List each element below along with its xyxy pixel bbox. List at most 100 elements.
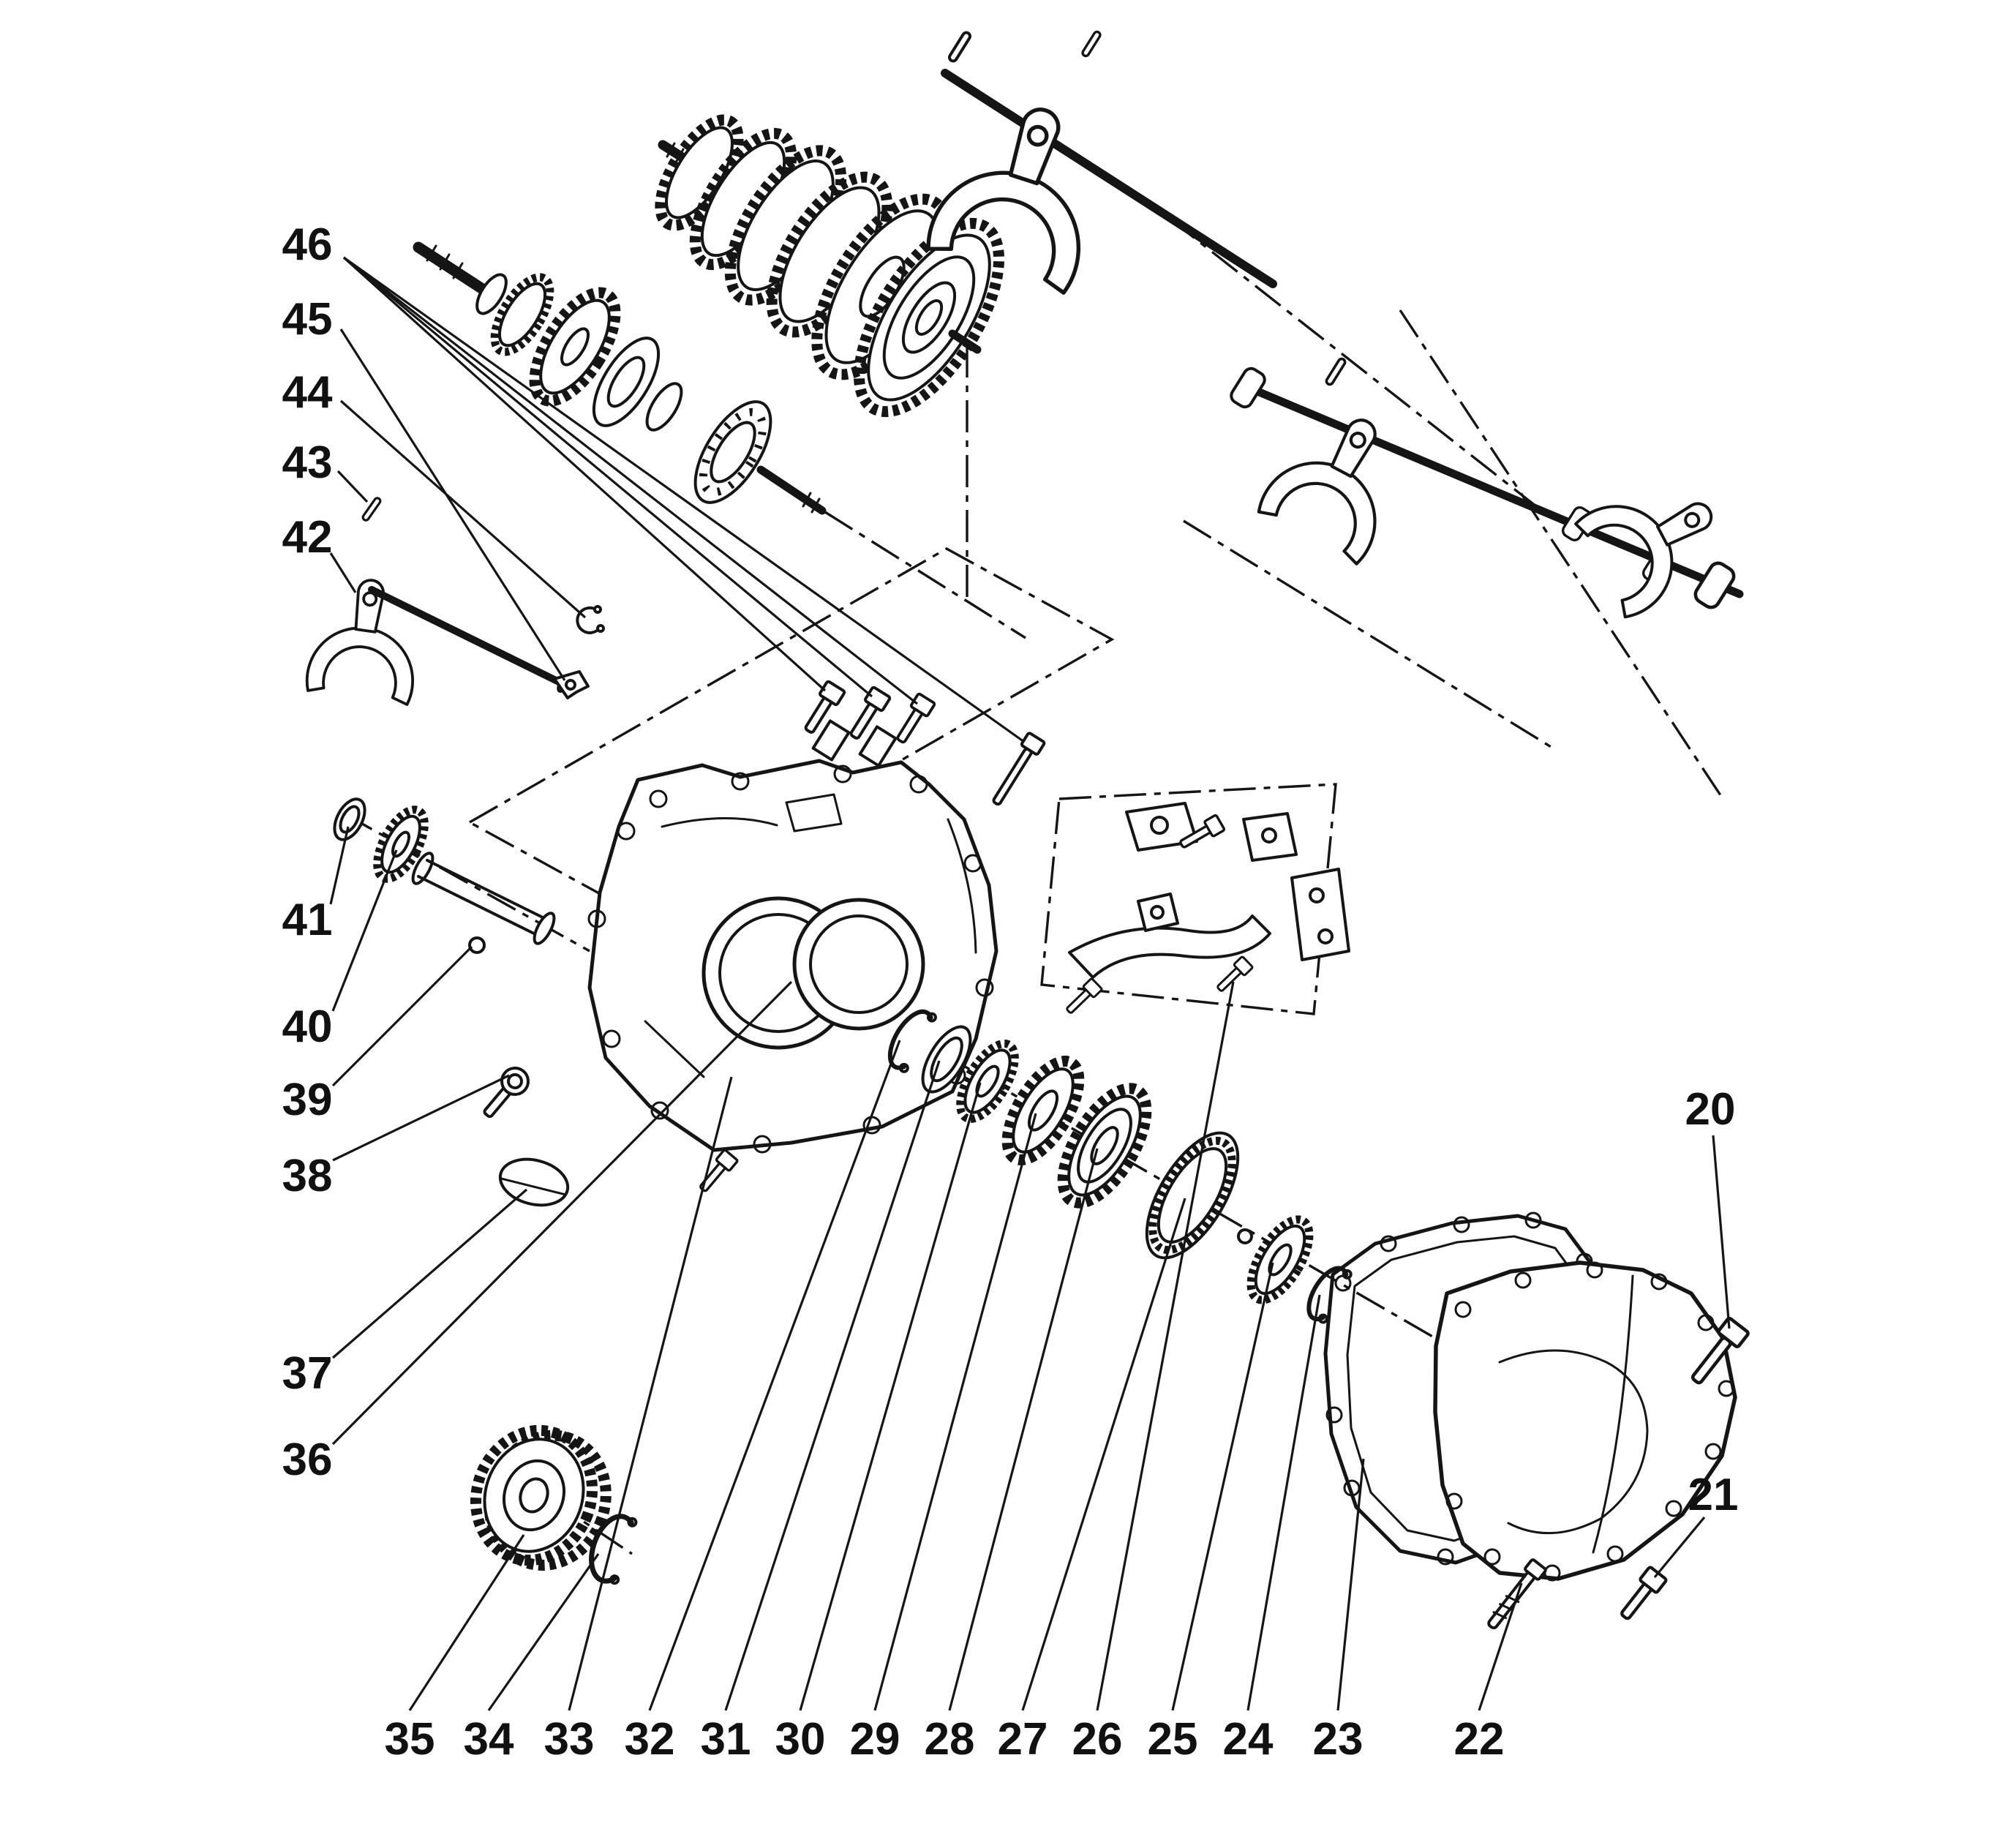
stud-bolt-22 xyxy=(1487,1558,1547,1630)
bolt xyxy=(1061,977,1104,1018)
callout-42: 42 xyxy=(282,512,333,563)
ball-bearing xyxy=(693,400,772,504)
leader-line xyxy=(487,1553,600,1711)
leader-line xyxy=(332,1074,510,1162)
gear-hub xyxy=(1246,1215,1314,1304)
callout-39: 39 xyxy=(282,1075,333,1125)
end-cover-group xyxy=(1323,1211,1750,1630)
exploded-gear-train xyxy=(887,1009,1353,1324)
callout-35: 35 xyxy=(385,1714,435,1765)
callout-27: 27 xyxy=(998,1714,1048,1765)
leader-line xyxy=(331,980,793,1446)
idler-shaft xyxy=(411,852,556,945)
detent-ball xyxy=(1237,1228,1253,1244)
leader-line xyxy=(331,1188,528,1359)
idler-gear xyxy=(373,805,429,883)
roll-pin xyxy=(1323,356,1348,387)
leader-line xyxy=(408,1534,525,1711)
leader-line xyxy=(1096,981,1235,1711)
callout-41: 41 xyxy=(282,895,333,945)
drain-bolt xyxy=(483,1067,530,1119)
leader-line xyxy=(343,256,1025,743)
shift-fork xyxy=(304,571,428,707)
leader-line xyxy=(331,849,398,1012)
leader-line xyxy=(1171,1262,1274,1711)
leader-line xyxy=(724,1060,941,1711)
housing-bolts xyxy=(798,679,1046,806)
leader-line xyxy=(648,1040,901,1711)
final-gear-group xyxy=(470,1424,638,1585)
callout-38: 38 xyxy=(282,1151,333,1201)
callout-34: 34 xyxy=(464,1714,514,1765)
washer xyxy=(333,797,366,841)
leader-line xyxy=(873,1113,1037,1711)
callout-29: 29 xyxy=(850,1714,900,1765)
housing-bolt-holes xyxy=(587,764,994,1154)
leader-line xyxy=(568,1076,733,1711)
cover-bolt-21 xyxy=(1616,1566,1667,1623)
leader-line xyxy=(1021,1198,1186,1711)
callout-33: 33 xyxy=(544,1714,595,1765)
callout-31: 31 xyxy=(701,1714,751,1765)
shift-rail-assembly-2 xyxy=(1227,356,1744,620)
end-cover xyxy=(1433,1260,1737,1582)
callout-37: 37 xyxy=(282,1348,333,1399)
callout-20: 20 xyxy=(1685,1084,1736,1135)
leader-line xyxy=(339,328,566,681)
long-bolt xyxy=(992,732,1046,806)
leader-line xyxy=(331,945,473,1087)
leader-line xyxy=(1246,1294,1321,1711)
input-shaft-assembly xyxy=(413,241,827,515)
callout-23: 23 xyxy=(1313,1714,1364,1765)
cover-bolt-20 xyxy=(1690,1316,1750,1385)
callout-28: 28 xyxy=(925,1714,975,1765)
callout-45: 45 xyxy=(282,294,333,345)
callout-24: 24 xyxy=(1223,1714,1274,1765)
callout-26: 26 xyxy=(1072,1714,1123,1765)
e-clip xyxy=(576,606,601,634)
select-bracket xyxy=(1290,868,1350,961)
leader-line xyxy=(948,1148,1099,1711)
leader-line xyxy=(329,826,350,905)
roll-pin xyxy=(1080,29,1103,59)
callout-25: 25 xyxy=(1148,1714,1198,1765)
blind-plug xyxy=(498,1157,570,1207)
shift-control-assembly xyxy=(1061,802,1350,1018)
leader-line xyxy=(336,470,369,503)
callout-21: 21 xyxy=(1688,1470,1739,1520)
callout-32: 32 xyxy=(625,1714,675,1765)
leader-line xyxy=(1478,1582,1523,1711)
reverse-fork-group xyxy=(304,495,605,707)
main-gear-cluster xyxy=(655,114,1004,418)
rail-cap xyxy=(1227,364,1269,411)
shift-lever xyxy=(1068,914,1271,979)
callout-labels: 46 45 44 43 42 41 40 39 38 37 36 35 34 3… xyxy=(282,219,1739,1765)
leader-line xyxy=(343,256,918,705)
leader-line xyxy=(342,256,827,692)
leader-lines xyxy=(329,256,1731,1711)
leader-line xyxy=(342,256,873,698)
interlock-bracket xyxy=(553,670,590,699)
callout-30: 30 xyxy=(775,1714,826,1765)
leader-line xyxy=(1712,1135,1731,1329)
snap-ring xyxy=(887,1009,937,1073)
callout-22: 22 xyxy=(1454,1714,1505,1765)
shift-fork xyxy=(1256,395,1421,566)
rail-end-cylinder xyxy=(1693,560,1737,611)
leader-line xyxy=(799,1082,982,1711)
clutch-drum xyxy=(1057,1083,1152,1209)
callout-40: 40 xyxy=(282,1002,333,1052)
leader-line xyxy=(339,399,587,619)
callout-44: 44 xyxy=(282,367,333,418)
left-small-parts xyxy=(333,797,570,1207)
final-gear xyxy=(470,1424,612,1571)
shift-rail-assembly-1 xyxy=(925,29,1277,294)
lock-ball xyxy=(468,936,486,954)
leader-line xyxy=(329,552,357,593)
leader-line xyxy=(1653,1516,1706,1579)
callout-43: 43 xyxy=(282,437,333,488)
bolt xyxy=(1212,955,1255,996)
callout-46: 46 xyxy=(282,219,333,270)
